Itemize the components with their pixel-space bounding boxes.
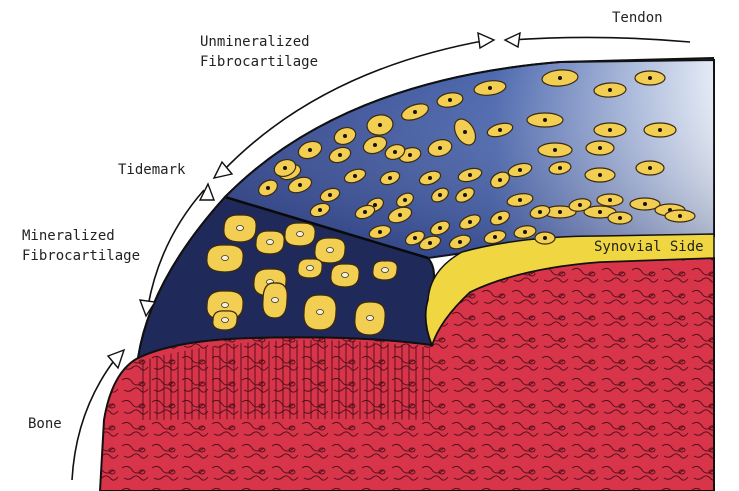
cell-nucleus (373, 143, 377, 147)
cell-nucleus (378, 230, 382, 234)
cell-nucleus (222, 303, 229, 308)
cell-nucleus (267, 240, 274, 245)
cell-nucleus (343, 134, 347, 138)
cell-nucleus (266, 186, 270, 190)
cell-nucleus (543, 236, 547, 240)
cell-nucleus (338, 153, 342, 157)
cell-nucleus (493, 235, 497, 239)
cell-nucleus (643, 202, 647, 206)
cell-nucleus (438, 193, 442, 197)
cell-nucleus (373, 203, 377, 207)
cell-nucleus (413, 110, 417, 114)
cell-nucleus (523, 230, 527, 234)
cell-nucleus (558, 210, 562, 214)
label-unmineralized-line1: Unmineralized (200, 34, 310, 50)
cell-nucleus (498, 178, 502, 182)
cell-nucleus (498, 128, 502, 132)
label-tidemark: Tidemark (118, 162, 186, 178)
cell-nucleus (518, 168, 522, 172)
label-bone: Bone (28, 416, 62, 432)
cell-nucleus (558, 166, 562, 170)
cell-nucleus (488, 86, 492, 90)
cell-nucleus (468, 173, 472, 177)
cell-nucleus (558, 76, 562, 80)
cell-nucleus (618, 216, 622, 220)
cell-nucleus (317, 310, 324, 315)
cell-nucleus (448, 98, 452, 102)
cell-nucleus (648, 76, 652, 80)
cell-nucleus (408, 153, 412, 157)
cell-nucleus (658, 128, 662, 132)
cell-nucleus (458, 240, 462, 244)
cell-nucleus (598, 146, 602, 150)
cell-nucleus (428, 241, 432, 245)
cell-nucleus (398, 213, 402, 217)
cell-nucleus (342, 273, 349, 278)
cell-nucleus (578, 203, 582, 207)
cell-nucleus (608, 88, 612, 92)
label-unmineralized-line2: Fibrocartilage (200, 54, 318, 70)
cell-nucleus (438, 146, 442, 150)
cell-nucleus (327, 248, 334, 253)
cell-nucleus (382, 268, 389, 273)
arrowhead-icon (478, 33, 494, 48)
cell-nucleus (468, 220, 472, 224)
cell-nucleus (413, 236, 417, 240)
label-mineralized-line1: Mineralized (22, 228, 115, 244)
cell-nucleus (678, 214, 682, 218)
cell-nucleus (543, 118, 547, 122)
cell-nucleus (463, 193, 467, 197)
tendon-arrow-line (510, 37, 690, 42)
cell-nucleus (598, 173, 602, 177)
cell-nucleus (498, 216, 502, 220)
cell-nucleus (318, 208, 322, 212)
cell-nucleus (298, 183, 302, 187)
cell-nucleus (308, 148, 312, 152)
cell-nucleus (598, 210, 602, 214)
cell-nucleus (538, 210, 542, 214)
cell-nucleus (388, 176, 392, 180)
cell-nucleus (222, 256, 229, 261)
cell-nucleus (553, 148, 557, 152)
cell-nucleus (648, 166, 652, 170)
cell-nucleus (272, 298, 279, 303)
cell-nucleus (463, 130, 467, 134)
cell-nucleus (438, 226, 442, 230)
label-mineralized-line2: Fibrocartilage (22, 248, 140, 264)
arrowhead-icon (505, 33, 520, 47)
cell-nucleus (297, 232, 304, 237)
cell-nucleus (608, 128, 612, 132)
cell-nucleus (367, 316, 374, 321)
cell-nucleus (307, 266, 314, 271)
cell-nucleus (393, 150, 397, 154)
label-synovial-side: Synovial Side (594, 239, 704, 255)
cell-nucleus (518, 198, 522, 202)
cell-nucleus (222, 318, 229, 323)
cell-nucleus (428, 176, 432, 180)
cell-nucleus (283, 166, 287, 170)
cell-nucleus (608, 198, 612, 202)
cell-nucleus (403, 198, 407, 202)
cell-nucleus (363, 210, 367, 214)
bone-columns (140, 340, 430, 420)
cell-nucleus (328, 193, 332, 197)
label-tendon: Tendon (612, 10, 663, 26)
cell-nucleus (353, 174, 357, 178)
cell-nucleus (378, 123, 382, 127)
cell-nucleus (237, 226, 244, 231)
